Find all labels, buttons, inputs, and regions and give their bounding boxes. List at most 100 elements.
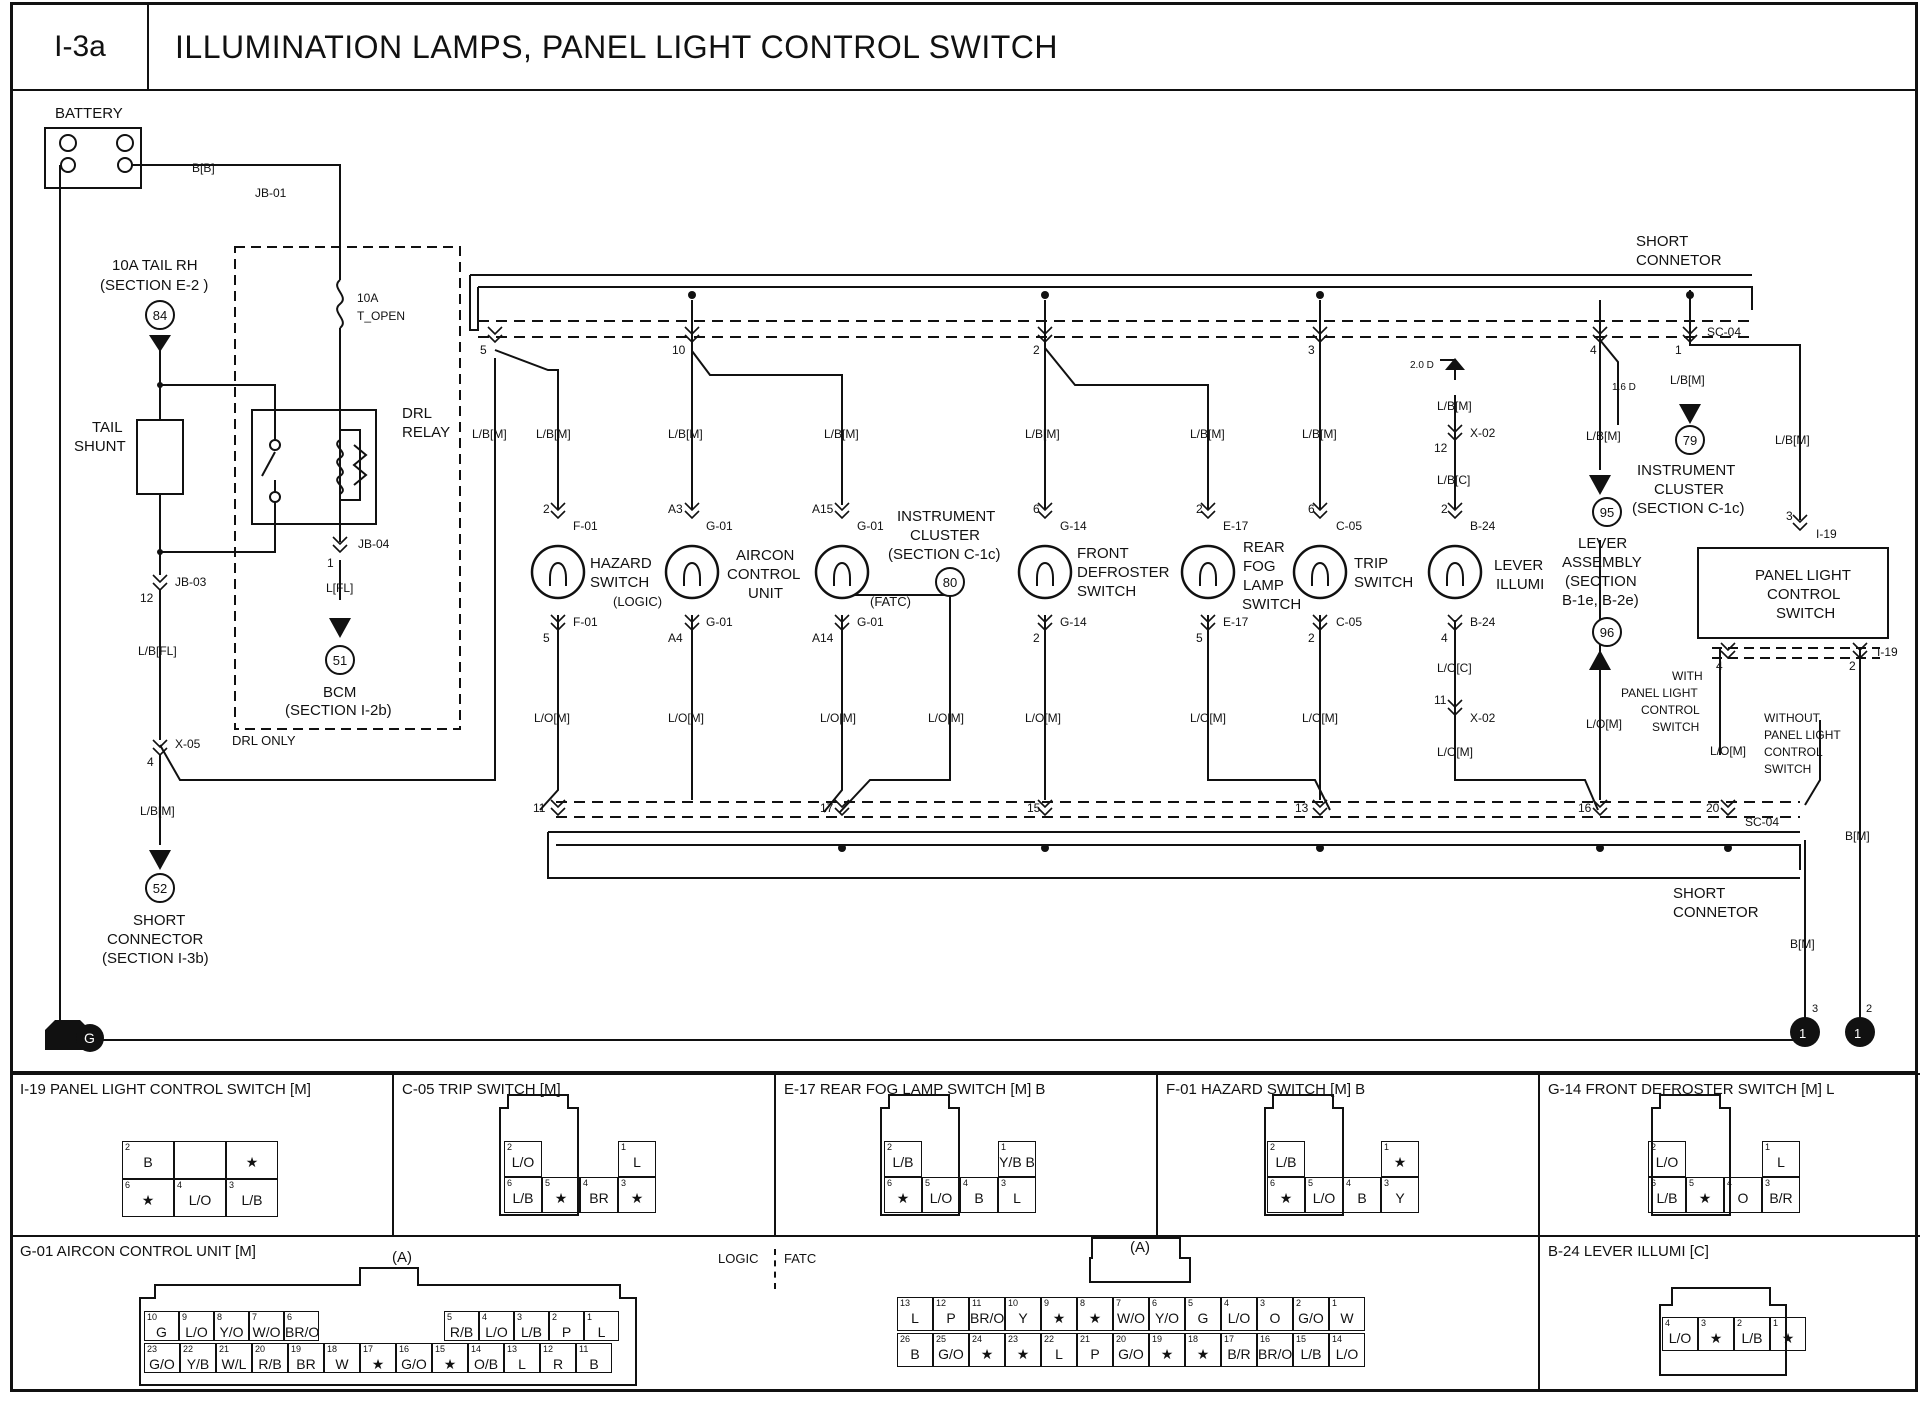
- g01-tag: (A): [392, 1249, 412, 1266]
- aircon-name-c: UNIT: [748, 585, 783, 602]
- pin-number: 6: [287, 1312, 293, 1322]
- pin-number: 1: [1773, 1318, 1779, 1328]
- fatc-top-pin: A15: [812, 502, 834, 516]
- pin-wire-color: ★: [1709, 1330, 1723, 1346]
- lever-x02b: X-02: [1470, 711, 1496, 725]
- pin-number: 13: [507, 1344, 518, 1354]
- ref-51-text: 51: [333, 653, 347, 668]
- pin-cell: 1★: [1381, 1141, 1419, 1177]
- defroster-name-a: FRONT: [1077, 545, 1129, 562]
- pin-number: 17: [1224, 1334, 1235, 1344]
- pin-number: 9: [1044, 1298, 1050, 1308]
- defroster-bot-pin: 2: [1033, 631, 1040, 645]
- jb03-pin: 12: [140, 591, 154, 605]
- top-bus-label-b: CONNETOR: [1636, 252, 1722, 269]
- pin-number: 19: [291, 1344, 302, 1354]
- wire-lom-6: L/O[M]: [1190, 711, 1226, 725]
- wire-lom-8: L/O[M]: [1437, 745, 1473, 759]
- pin-wire-color: ★: [1393, 1154, 1407, 1170]
- pin-number: 5: [545, 1178, 551, 1188]
- pin-number: 3: [229, 1180, 235, 1190]
- lever-bot-pin: 4: [1441, 631, 1448, 645]
- hazard-top-pin: 2: [543, 502, 550, 516]
- pin-wire-color: ★: [1160, 1346, 1174, 1362]
- ref-95-text: 95: [1600, 505, 1614, 520]
- fatc-label: FATC: [784, 1251, 817, 1266]
- pin-number: 3: [1701, 1318, 1707, 1328]
- pin-number: 3: [621, 1178, 627, 1188]
- lever-name-b: ILLUMI: [1496, 576, 1544, 593]
- panel-with-c: CONTROL: [1641, 703, 1700, 717]
- pin-wire-color: L/O: [1655, 1154, 1679, 1170]
- pin-wire-color: ★: [554, 1190, 568, 1206]
- panel-with-b: PANEL LIGHT: [1621, 686, 1698, 700]
- pin-wire-color: O: [1737, 1190, 1749, 1206]
- pin-wire-color: Y: [1018, 1310, 1028, 1326]
- panel-name-a: PANEL LIGHT: [1755, 567, 1851, 584]
- pin-cell: 1★: [1770, 1317, 1806, 1351]
- wire-lbm-8: L/B[M]: [1437, 399, 1472, 413]
- pin-wire-color: BR/O: [970, 1310, 1005, 1326]
- pin-wire-color: B/R: [1769, 1190, 1793, 1206]
- pin-number: 23: [147, 1344, 158, 1354]
- pin-cell: 6★: [122, 1179, 174, 1217]
- pin-number: 4: [177, 1180, 183, 1190]
- pin-wire-color: O/B: [473, 1356, 499, 1372]
- pin-number: 25: [936, 1334, 947, 1344]
- wire-loc: L/O[C]: [1437, 661, 1472, 675]
- connector-i19-title: I-19 PANEL LIGHT CONTROL SWITCH [M]: [20, 1081, 311, 1098]
- pin-number: 24: [972, 1334, 983, 1344]
- pin-number: 8: [217, 1312, 223, 1322]
- connector-g14-title: G-14 FRONT DEFROSTER SWITCH [M] L: [1548, 1081, 1835, 1098]
- jb01-label: JB-01: [255, 186, 287, 200]
- bottom-sc04-label: SC-04: [1745, 815, 1779, 829]
- pin-wire-color: BR: [589, 1190, 609, 1206]
- pin-wire-color: Y: [1395, 1190, 1405, 1206]
- ref-96-circle: [1592, 617, 1622, 647]
- fatc-name: (FATC): [870, 594, 911, 609]
- pin-number: 17: [363, 1344, 374, 1354]
- short-conn-b: CONNECTOR: [107, 931, 204, 948]
- pin-number: 6: [887, 1178, 893, 1188]
- b-wire-label: B[B]: [192, 161, 215, 175]
- ref-79-text: 79: [1683, 433, 1697, 448]
- wire-lbm-11: L/B[M]: [1775, 433, 1810, 447]
- ref-84-circle: [145, 300, 175, 330]
- aircon-top-conn: G-01: [706, 519, 733, 533]
- bottom-bus-label-b: CONNETOR: [1673, 904, 1759, 921]
- pin-wire-color: L: [1013, 1190, 1021, 1206]
- pin-number: 6: [1152, 1298, 1158, 1308]
- battery-label: BATTERY: [55, 105, 123, 122]
- pin-number: 16: [1260, 1334, 1271, 1344]
- wire-lom-9: L/O[M]: [1586, 717, 1622, 731]
- trip-bot-conn: C-05: [1336, 615, 1362, 629]
- defroster-top-conn: G-14: [1060, 519, 1087, 533]
- pin-wire-color: L: [1055, 1346, 1063, 1362]
- aircon-bot-conn: G-01: [706, 615, 733, 629]
- wire-bm-1: B[M]: [1845, 829, 1870, 843]
- pin-number: 4: [583, 1178, 589, 1188]
- top-sc04-label: SC-04: [1707, 325, 1741, 339]
- cluster80-name-a: INSTRUMENT: [897, 508, 995, 525]
- defroster-name-c: SWITCH: [1077, 583, 1136, 600]
- pin-number: 18: [1188, 1334, 1199, 1344]
- wire-lom-10: L/O[M]: [1710, 744, 1746, 758]
